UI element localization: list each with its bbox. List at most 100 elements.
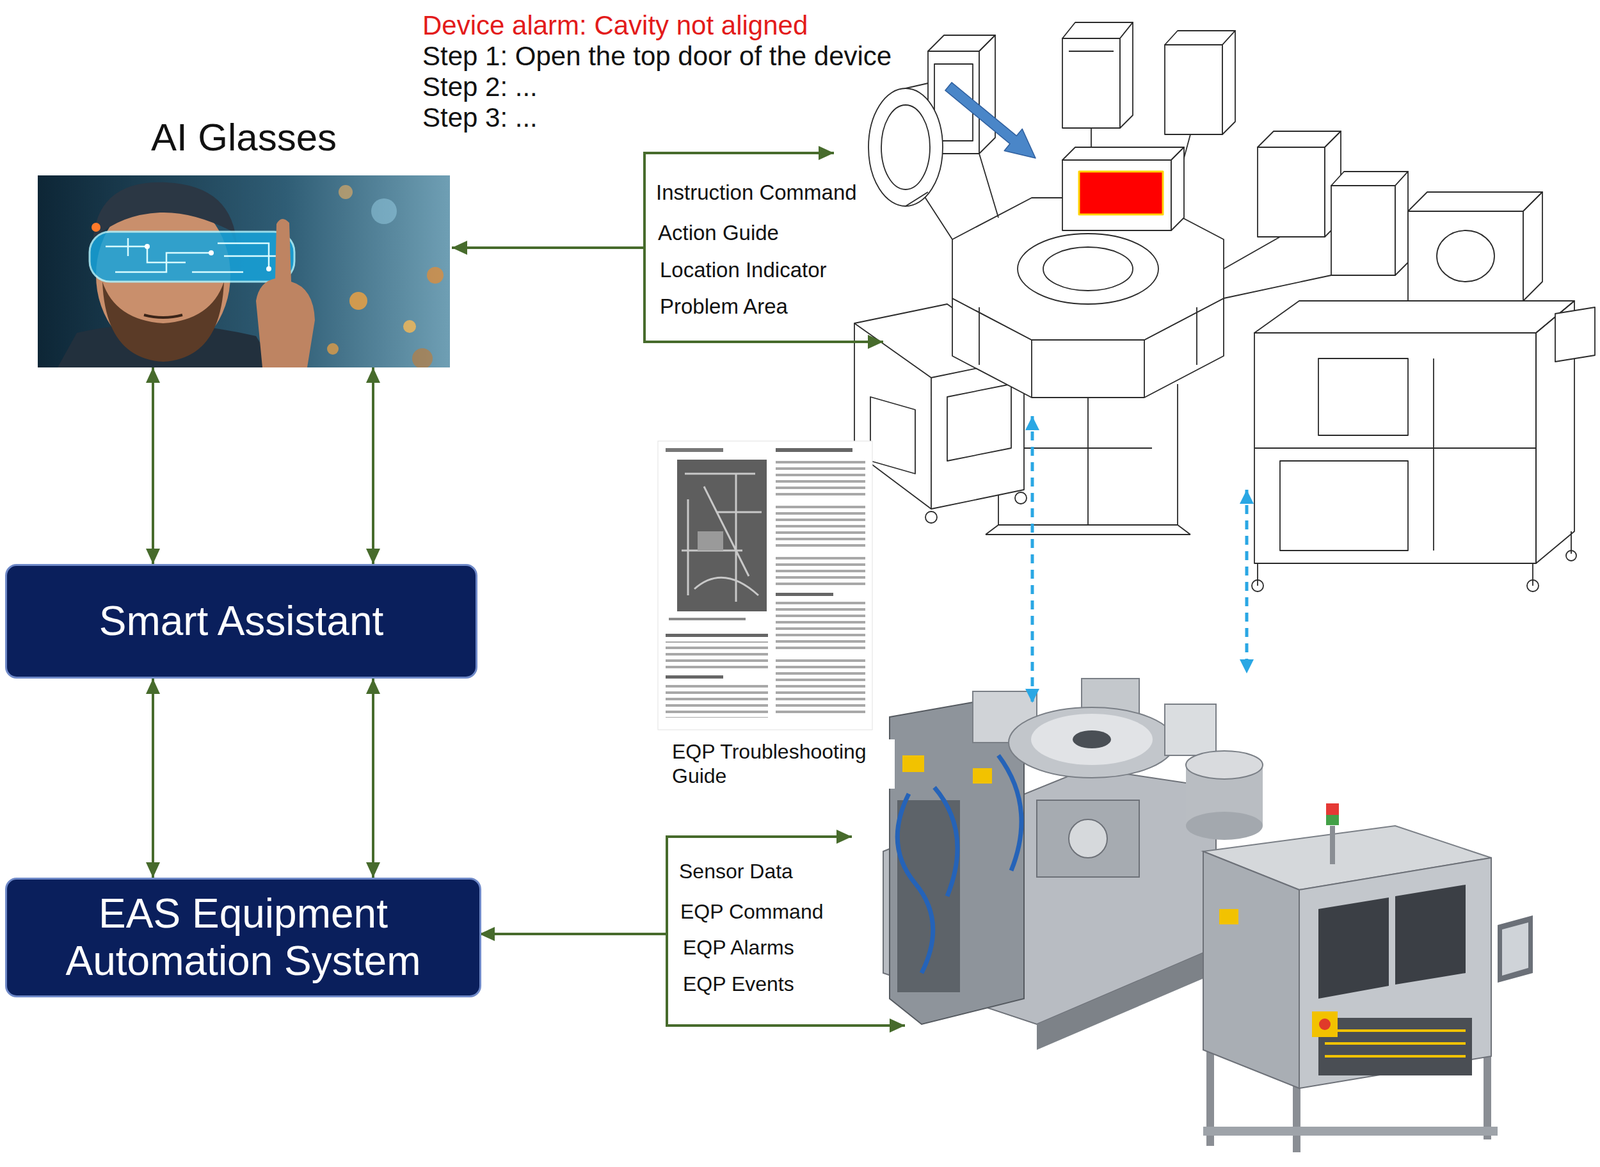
wireframe-drawing-part <box>979 307 1197 398</box>
step-text: Step 3: ... <box>420 102 540 134</box>
guide-document-part <box>681 473 762 602</box>
signal-label: EQP Command <box>678 899 826 924</box>
wireframe-drawing-part <box>1015 492 1027 504</box>
wireframe-drawing-part <box>1120 22 1133 128</box>
equipment-photo-part <box>1497 915 1533 983</box>
equipment-photo-part <box>1299 857 1492 1088</box>
link-arrow <box>151 678 155 878</box>
guide-document-part <box>665 633 768 637</box>
equipment-photo-part <box>1008 707 1176 778</box>
glasses-photo <box>37 175 450 368</box>
equipment-photo-part <box>889 697 1024 1024</box>
guide-document-part <box>775 456 866 496</box>
equipment-photo-part <box>1395 884 1466 985</box>
equipment-photo-part <box>972 768 992 784</box>
equipment-photo-part <box>1031 713 1153 765</box>
signal-label: Instruction Command <box>654 180 859 205</box>
wireframe-drawing-part <box>1257 147 1325 237</box>
equipment-photo-part <box>1203 1126 1498 1136</box>
wireframe-drawing-part <box>1222 30 1236 135</box>
wireframe-drawing-part <box>1555 307 1595 362</box>
alarm-text: Device alarm: Cavity not aligned <box>420 10 810 41</box>
glasses-photo-part <box>144 243 150 249</box>
glasses-photo-part <box>426 266 444 284</box>
equipment-photo-part <box>1068 819 1108 858</box>
equipment-photo-part <box>1185 750 1263 779</box>
glasses-photo-part <box>105 238 282 272</box>
wireframe-drawing <box>854 22 1595 592</box>
equipment-photo-part <box>902 755 925 772</box>
signal-bracket-part <box>451 246 645 249</box>
glasses-photo-part <box>256 218 315 368</box>
signal-label: Location Indicator <box>657 257 829 283</box>
equipment-photo-part <box>1185 811 1263 840</box>
glasses-photo-part <box>266 266 272 272</box>
wireframe-drawing-part <box>1395 171 1408 276</box>
glasses-photo-part <box>89 231 295 282</box>
equipment-photo-part <box>1164 704 1216 756</box>
node-text: Smart Assistant <box>99 597 384 646</box>
dashed-link-part <box>1245 489 1249 674</box>
equipment-photo <box>883 678 1533 1152</box>
signal-bracket-part <box>479 932 667 936</box>
glasses-photo-part <box>208 250 214 256</box>
equipment-photo-part <box>1324 1030 1466 1056</box>
process-box: Smart Assistant <box>5 563 478 679</box>
signal-bracket-part <box>666 836 905 1026</box>
guide-document <box>657 440 873 730</box>
process-box: EAS Equipment Automation System <box>5 877 482 998</box>
wireframe-drawing-part <box>1062 38 1120 128</box>
wireframe-drawing-part <box>1527 579 1539 592</box>
guide-document-part <box>665 641 768 671</box>
wireframe-drawing-part <box>1171 147 1184 231</box>
wireframe-drawing-part <box>1408 192 1543 212</box>
equipment-photo-part <box>1318 897 1389 999</box>
guide-document-part <box>775 592 834 596</box>
wireframe-drawing-part <box>1068 51 1114 148</box>
guide-document-part <box>665 448 724 452</box>
glasses-photo-part <box>91 222 101 232</box>
signal-label: Problem Area <box>657 294 790 319</box>
equipment-photo-part <box>1219 908 1239 925</box>
wireframe-drawing-part <box>1017 233 1159 304</box>
equipment-photo-part <box>1319 1018 1331 1030</box>
guide-document-part <box>775 552 866 585</box>
wireframe-drawing-part <box>881 104 930 190</box>
wireframe-drawing-part <box>1254 300 1575 333</box>
signal-bracket-part <box>644 152 884 342</box>
signal-bracket <box>451 152 905 1026</box>
glasses-photo-part <box>144 314 183 318</box>
step-text: Step 2: ... <box>420 71 540 103</box>
signal-label: EQP Alarms <box>680 935 797 960</box>
wireframe-drawing-part <box>925 511 937 523</box>
wireframe-drawing-part <box>1251 579 1264 592</box>
wireframe-drawing-part <box>945 82 1036 159</box>
wireframe-drawing-part <box>1566 550 1577 561</box>
node-text: EAS Equipment Automation System <box>22 890 464 985</box>
signal-label: Sensor Data <box>677 859 795 884</box>
guide-document-part <box>665 682 768 718</box>
guide-document-part <box>668 617 746 621</box>
glasses-photo-part <box>412 348 433 368</box>
equipment-photo-part <box>1036 947 1216 1050</box>
equipment-photo-part <box>1326 803 1339 815</box>
wireframe-drawing-part <box>1331 185 1396 276</box>
node-text: AI Glasses <box>37 115 450 160</box>
equipment-photo-part <box>897 800 960 992</box>
wireframe-drawing-part <box>905 83 928 207</box>
wireframe-drawing-part <box>1062 160 1172 231</box>
wireframe-drawing-part <box>1523 192 1543 301</box>
glasses-photo-part <box>371 198 397 224</box>
glasses-photo-part <box>338 184 353 200</box>
equipment-photo-part <box>1502 922 1529 976</box>
equipment-photo-part <box>1203 851 1300 1088</box>
glasses-photo-part <box>102 281 224 362</box>
guide-document-part <box>665 675 724 679</box>
glasses-photo-part <box>37 175 450 368</box>
guide-document-part <box>697 531 724 551</box>
glasses-photo-part <box>349 291 368 310</box>
equipment-photo-part <box>1292 1081 1301 1152</box>
